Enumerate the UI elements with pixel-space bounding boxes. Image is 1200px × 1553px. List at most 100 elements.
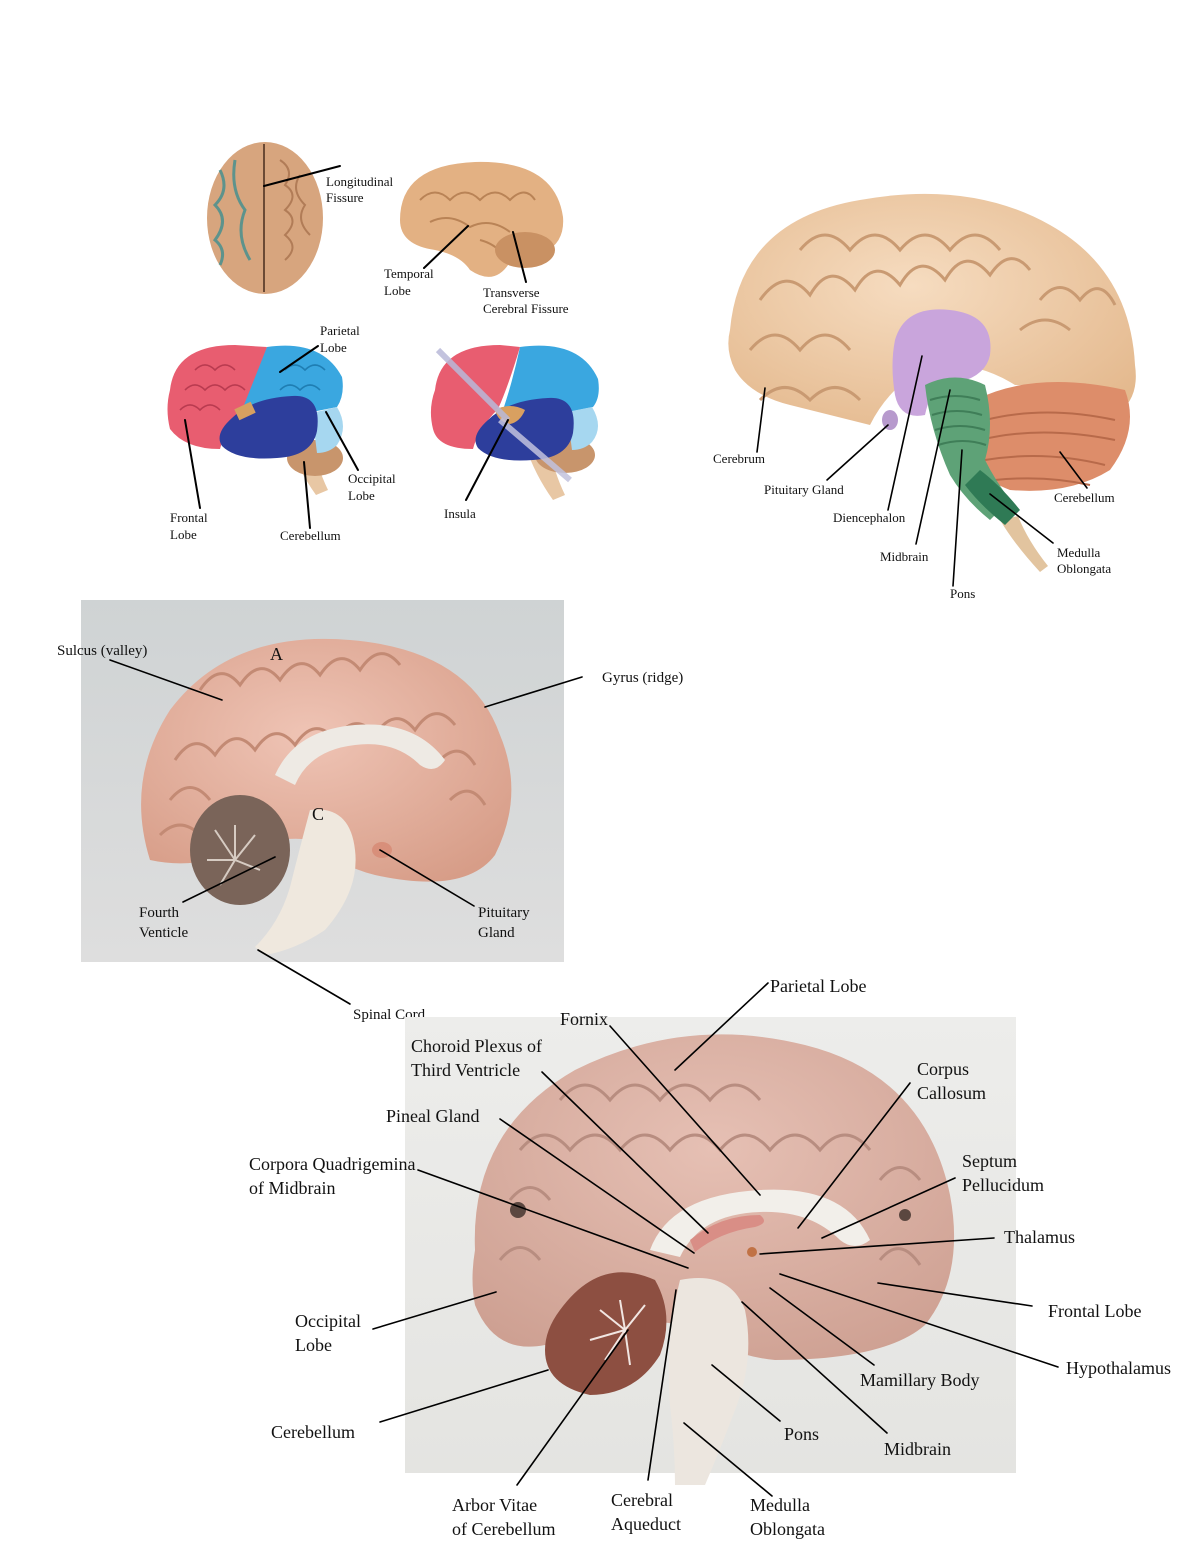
- label-gyrus: Gyrus (ridge): [602, 670, 683, 686]
- leader-fornix: [609, 1025, 761, 1196]
- label-pituitary-right: Pituitary Gland: [764, 482, 844, 497]
- leader-pons-right: [952, 449, 963, 587]
- leader-cerebrum: [756, 387, 766, 453]
- leader-cerebellum-right: [1059, 451, 1088, 489]
- label-frontal-lobe: Frontal Lobe: [170, 510, 211, 542]
- cerebrum-gyri: [748, 233, 1117, 403]
- label-aqueduct: Cerebral Aqueduct: [611, 1490, 681, 1534]
- insula-occipital-shape: [567, 407, 598, 450]
- label-corpus: Corpus Callosum: [917, 1059, 986, 1103]
- occipital-lobe-shape: [312, 407, 343, 453]
- label-medulla-right: Medulla Oblongata: [1057, 545, 1111, 576]
- label-cerebrum: Cerebrum: [713, 451, 765, 466]
- label-occipital-bottom: Occipital Lobe: [295, 1311, 365, 1355]
- leader-spinal-cord: [257, 949, 351, 1005]
- label-medulla-bottom: Medulla Oblongata: [750, 1495, 825, 1539]
- leader-midbrain-bottom: [741, 1301, 888, 1434]
- leader-corpus: [797, 1082, 911, 1229]
- bottom-peg-right: [899, 1209, 911, 1221]
- leader-pituitary-right: [826, 424, 889, 481]
- label-septum: Septum Pellucidum: [962, 1151, 1044, 1195]
- frontal-lobe-shape: [167, 345, 267, 449]
- leader-cerebellum-lobes: [303, 461, 311, 529]
- leader-pineal: [499, 1118, 695, 1254]
- leader-pituitary-middle: [379, 849, 475, 907]
- cerebrum-shape: [728, 193, 1136, 425]
- leader-occipital-lobe: [325, 411, 359, 471]
- label-occipital-lobe: Occipital Lobe: [348, 471, 399, 503]
- label-pituitary-middle: Pituitary Gland: [478, 905, 533, 941]
- bottom-arbor-vitae: [589, 1299, 646, 1366]
- leader-aqueduct: [647, 1289, 677, 1481]
- label-temporal-lobe: Temporal Lobe: [384, 266, 437, 298]
- label-pons-right: Pons: [950, 586, 975, 601]
- bottom-gyri: [498, 1083, 922, 1266]
- label-pons-bottom: Pons: [784, 1424, 819, 1444]
- middle-photo: A C Sulcus (valley) Gyrus (ridge) Fourth…: [57, 600, 683, 1023]
- label-corpora: Corpora Quadrigemina of Midbrain: [249, 1154, 420, 1198]
- lateral-brain-view: Temporal Lobe Transverse Cerebral Fissur…: [384, 161, 569, 316]
- retractor-upper: [435, 347, 511, 423]
- medulla-shape: [965, 470, 1020, 525]
- insula-brain-view: Insula: [430, 345, 599, 521]
- parietal-lobe-shape: [242, 345, 343, 415]
- leader-insula: [465, 419, 509, 501]
- large-lateral-brain: Cerebrum Pituitary Gland Diencephalon Mi…: [713, 193, 1136, 601]
- cerebellum-folia: [979, 411, 1116, 486]
- leader-parietal-lobe: [279, 345, 319, 373]
- leader-choroid: [541, 1071, 709, 1234]
- pons-ridges: [929, 395, 987, 446]
- leader-occipital-bottom: [372, 1291, 497, 1330]
- label-diencephalon: Diencephalon: [833, 510, 906, 525]
- label-midbrain-bottom: Midbrain: [884, 1439, 951, 1459]
- pituitary-gland-shape: [882, 410, 898, 430]
- bottom-brainstem: [668, 1278, 749, 1485]
- label-hypothalamus: Hypothalamus: [1066, 1358, 1171, 1378]
- bottom-photo: Parietal Lobe Fornix Choroid Plexus of T…: [249, 976, 1171, 1539]
- label-cerebellum-right: Cerebellum: [1054, 490, 1115, 505]
- label-frontal-bottom: Frontal Lobe: [1048, 1301, 1141, 1321]
- leader-fourth-ventricle: [182, 856, 276, 903]
- leader-pons-bottom: [711, 1364, 781, 1422]
- model-arbor-vitae: [207, 825, 261, 886]
- model-corpus-callosum: [275, 724, 445, 785]
- frontal-gyri-texture: [179, 364, 246, 412]
- label-cerebellum-lobes: Cerebellum: [280, 528, 341, 543]
- label-midbrain-right: Midbrain: [880, 549, 929, 564]
- insula-parietal-shape: [503, 345, 599, 415]
- label-choroid: Choroid Plexus of Third Ventricle: [411, 1036, 547, 1080]
- leader-arbor: [516, 1329, 629, 1486]
- leader-medulla-right: [989, 493, 1054, 544]
- leader-midbrain-right: [915, 389, 951, 545]
- insula-frontal-shape: [430, 345, 520, 449]
- bottom-choroid-plexus: [690, 1215, 764, 1252]
- parietal-gyri-texture: [279, 364, 326, 392]
- label-arbor: Arbor Vitae of Cerebellum: [452, 1495, 555, 1539]
- left-hemisphere-veins: [212, 159, 252, 266]
- leader-thalamus: [759, 1237, 995, 1255]
- leader-frontal-bottom: [877, 1282, 1033, 1307]
- label-pineal: Pineal Gland: [386, 1106, 479, 1126]
- model-cerebellum: [190, 795, 290, 905]
- leader-longitudinal-fissure: [263, 165, 341, 187]
- leader-temporal-lobe: [423, 225, 469, 269]
- leader-hypothalamus: [779, 1273, 1059, 1368]
- gyri-texture: [279, 159, 311, 261]
- label-transverse-fissure: Transverse Cerebral Fissure: [483, 285, 569, 316]
- leader-corpora: [417, 1169, 689, 1269]
- leader-septum: [821, 1177, 956, 1239]
- label-parietal-lobe: Parietal Lobe: [320, 323, 363, 355]
- label-insula: Insula: [444, 506, 476, 521]
- bottom-cerebellum: [545, 1272, 667, 1395]
- label-fornix: Fornix: [560, 1009, 608, 1029]
- leader-cerebellum-bottom: [379, 1369, 549, 1423]
- diencephalon-shape: [892, 309, 991, 416]
- bottom-thalamus-mark: [747, 1247, 757, 1257]
- cerebellum-shape: [965, 382, 1130, 491]
- leader-medulla-bottom: [683, 1422, 773, 1497]
- label-fourth-ventricle: Fourth Venticle: [139, 905, 188, 941]
- leader-mamillary: [769, 1287, 875, 1366]
- bottom-cerebrum: [472, 1034, 955, 1360]
- leader-sulcus: [109, 659, 223, 701]
